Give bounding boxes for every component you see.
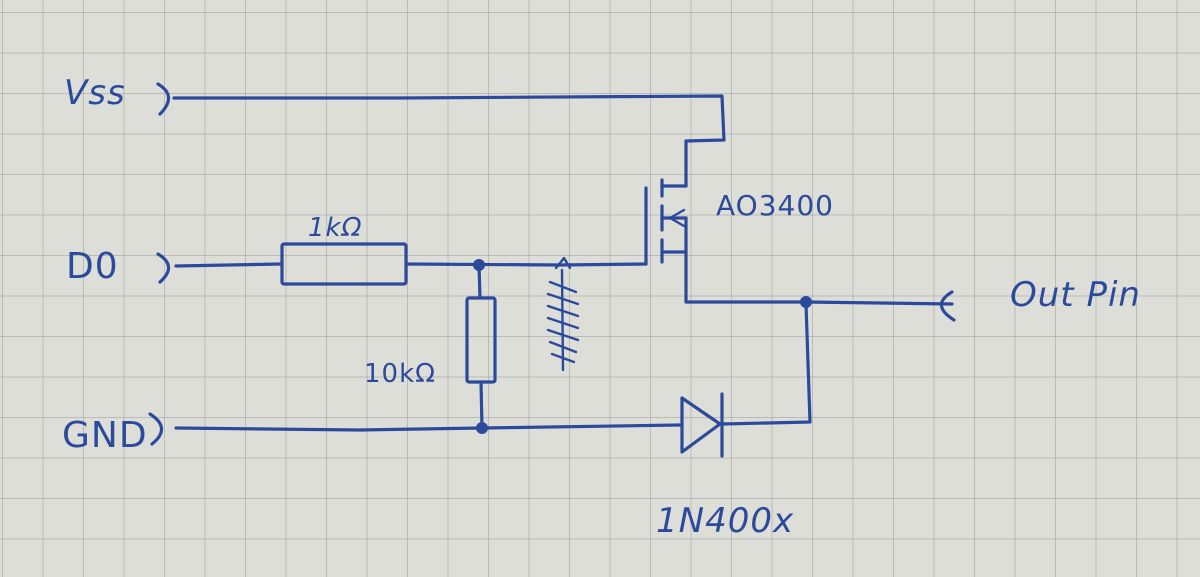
junction-gnd-node bbox=[476, 422, 488, 434]
gnd-terminal-symbol bbox=[148, 412, 164, 446]
mosfet-part-label: AO3400 bbox=[716, 189, 834, 222]
gate-wire bbox=[404, 262, 648, 267]
source-to-out-wire bbox=[684, 250, 954, 306]
resistor-10k bbox=[465, 296, 497, 384]
gnd-label: GND bbox=[62, 415, 148, 456]
diode-cathode-wire bbox=[720, 302, 812, 426]
vss-terminal-symbol bbox=[156, 82, 171, 116]
r2-value-label: 10kΩ bbox=[364, 359, 436, 389]
junction-out-node bbox=[800, 296, 812, 308]
diode-symbol bbox=[680, 392, 724, 458]
scribbled-out-element bbox=[546, 268, 580, 372]
diode-part-label: 1N400x bbox=[656, 501, 794, 541]
d0-terminal-symbol bbox=[156, 252, 171, 284]
out-pin-label: Out Pin bbox=[1010, 275, 1141, 315]
d0-label: D0 bbox=[66, 246, 119, 287]
r1-value-label: 1kΩ bbox=[308, 213, 362, 243]
wire-bridge-arrow bbox=[554, 256, 572, 270]
gnd-wire bbox=[174, 423, 682, 432]
d0-wire bbox=[174, 262, 284, 268]
resistor-1k bbox=[280, 242, 408, 286]
out-pin-terminal-symbol bbox=[939, 290, 956, 322]
pulldown-top-wire bbox=[477, 263, 482, 300]
vss-label: Vss bbox=[64, 73, 126, 113]
vss-wire bbox=[172, 94, 726, 182]
pulldown-bottom-wire bbox=[479, 380, 484, 430]
mosfet-symbol bbox=[644, 178, 688, 266]
